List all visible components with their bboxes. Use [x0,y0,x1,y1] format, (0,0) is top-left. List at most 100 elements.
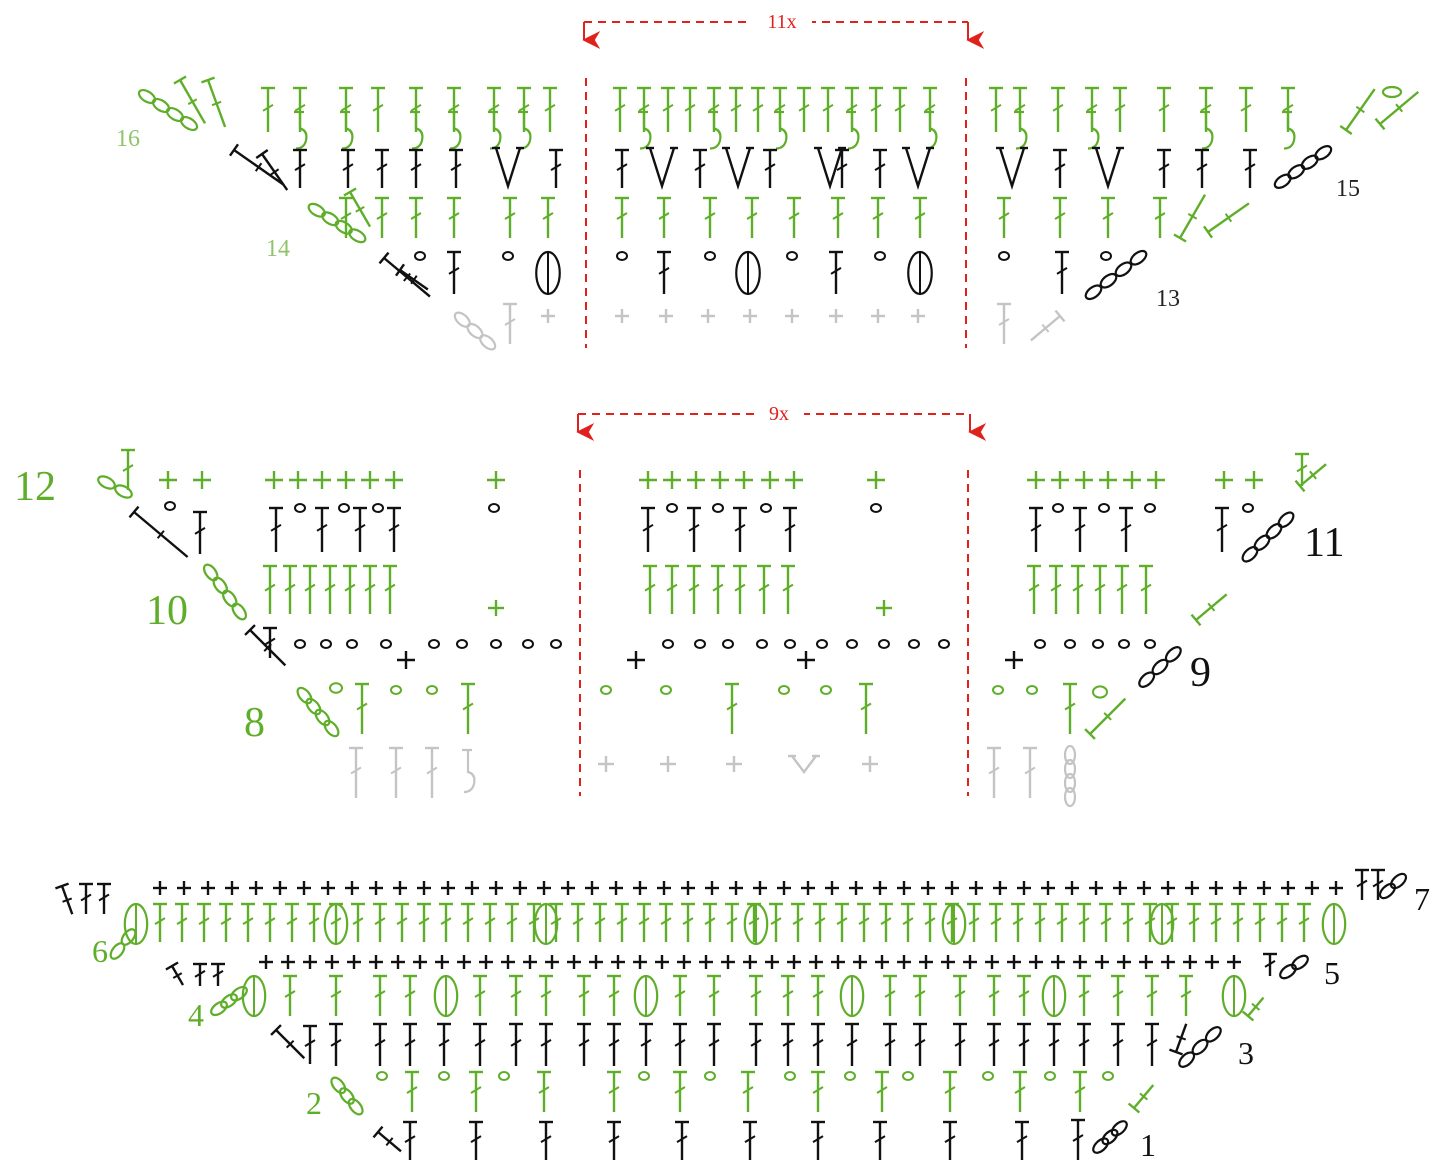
chain-symbol [705,1072,715,1080]
sc-symbol [567,955,581,969]
sc-symbol [801,881,815,895]
dc-symbol [1297,904,1311,942]
dc-symbol [821,88,835,132]
dc-symbol [1029,508,1043,552]
turning-chain [452,310,497,352]
chain-symbol [1093,640,1103,648]
dc-symbol [883,976,897,1016]
dc-symbol [953,976,967,1016]
sc-symbol [345,881,359,895]
row-number-14: 14 [266,236,290,262]
dc-symbol [1253,904,1267,942]
dc-symbol [285,904,299,942]
dc-symbol [943,1122,957,1160]
dc-symbol [121,450,135,490]
puff-symbol [1043,976,1065,1016]
dc-symbol [417,904,431,942]
row-number-4: 4 [188,997,204,1033]
dc-symbol [681,904,695,942]
dc-symbol [657,198,671,238]
sc-symbol [765,955,779,969]
dc-symbol [539,1122,553,1160]
chain-symbol [871,504,881,512]
sc-symbol [1257,881,1271,895]
sc-symbol [873,881,887,895]
sc-symbol [1095,955,1109,969]
dc-symbol [811,1024,825,1066]
sc-symbol [435,955,449,969]
sc-symbol [297,881,311,895]
sc-symbol [1161,955,1175,969]
dc-symbol [1187,904,1201,942]
sc-symbol [862,756,878,772]
sc-symbol [225,881,239,895]
dc-symbol [405,1072,419,1112]
puff-symbol [125,904,147,944]
sc-symbol [797,651,815,669]
dc-symbol [729,88,743,132]
sc-symbol [831,955,845,969]
repeat-bracket-11x: 11x [584,10,968,348]
dc-symbol [1053,198,1067,238]
sc-symbol [201,881,215,895]
chain-symbol [321,640,331,648]
dc-symbol [707,1024,721,1066]
dc-symbol [1340,89,1374,134]
dc-symbol [913,198,927,238]
sc-symbol [489,881,503,895]
dc-symbol [307,904,321,942]
row-number-3: 3 [1238,1035,1254,1071]
dc-symbol [387,508,401,552]
chain-symbol [787,252,797,260]
dc-symbol [725,904,739,942]
sc-symbol [729,881,743,895]
dc-symbol [509,1024,523,1066]
dc-symbol [1179,976,1193,1016]
sc-symbol [809,955,823,969]
dc-symbol [374,1127,401,1152]
dc-two-together-symbol [722,148,754,186]
puff-symbol [536,252,560,294]
chain-symbol [993,686,1003,694]
sc-symbol [753,881,767,895]
puff-symbol [1151,904,1173,944]
sc-symbol [921,881,935,895]
row-number-10: 10 [146,588,188,634]
dc-symbol [1071,1120,1085,1160]
dc-symbol [641,508,655,552]
dc-symbol [351,904,365,942]
dc-symbol [707,976,721,1016]
sec2-stitches [96,450,1326,806]
dc-symbol [1077,976,1091,1016]
chain-symbol [489,504,499,512]
sec1-stitches [137,77,1419,353]
dc-symbol [749,976,763,1016]
sc-symbol [479,955,493,969]
dc-symbol [1027,566,1041,614]
sc-symbol [867,471,885,489]
chain-symbol [845,1072,855,1080]
dc-symbol [791,904,805,942]
turning-chain [1137,645,1184,690]
dc-symbol [687,508,701,552]
dc-symbol [1049,566,1063,614]
dc-symbol [857,904,871,942]
turning-chain [1278,953,1310,981]
sc-symbol [361,471,379,489]
dc-two-together-symbol [788,756,820,772]
dc-symbol [873,1122,887,1160]
dc-symbol [153,904,167,942]
dc-symbol [1085,699,1125,739]
sc-symbol [385,471,403,489]
sc-symbol [281,955,295,969]
sc-symbol [417,881,431,895]
sc-symbol [677,955,691,969]
dc-symbol [1017,1024,1031,1066]
dc-symbol [661,88,675,132]
sc-symbol [1227,955,1241,969]
dc-symbol [1073,1072,1087,1112]
dc-symbol [283,976,297,1016]
sc-symbol [1233,881,1247,895]
turning-chain [1091,1119,1130,1156]
dc-symbol [396,264,428,289]
